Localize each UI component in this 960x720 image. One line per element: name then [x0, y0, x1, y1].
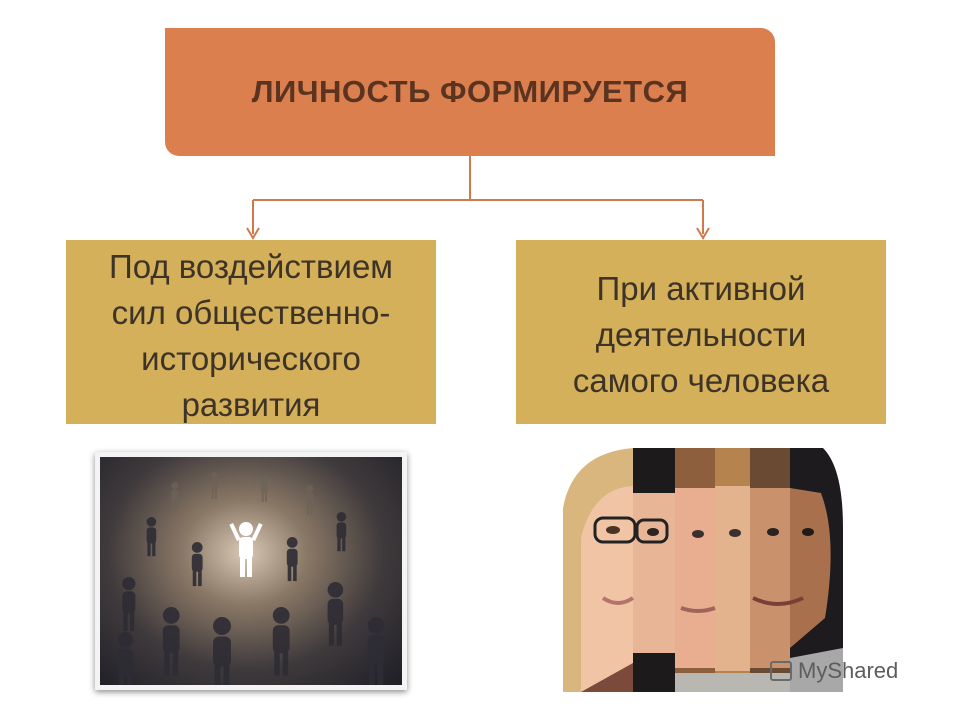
arrow-down-icon	[696, 227, 710, 240]
watermark-text: MyShared	[798, 658, 899, 683]
crowd-photo	[95, 452, 407, 690]
title-box: ЛИЧНОСТЬ ФОРМИРУЕТСЯ	[165, 28, 775, 156]
faces-composite	[553, 448, 855, 692]
faces-photo	[553, 448, 855, 692]
diagram-title: ЛИЧНОСТЬ ФОРМИРУЕТСЯ	[251, 74, 689, 109]
myshared-watermark: MyShared	[770, 658, 898, 684]
arrow-down-icon	[246, 227, 260, 240]
crowd-figures	[117, 472, 385, 685]
myshared-logo-icon	[770, 661, 792, 681]
branch-box-left: Под воздействием сил общественно- истори…	[66, 240, 436, 424]
branch-text-right: При активной деятельности самого человек…	[572, 270, 830, 399]
branch-text-left: Под воздействием сил общественно- истори…	[109, 248, 393, 423]
branch-box-right: При активной деятельности самого человек…	[516, 240, 886, 424]
highlighted-figure	[229, 522, 263, 577]
